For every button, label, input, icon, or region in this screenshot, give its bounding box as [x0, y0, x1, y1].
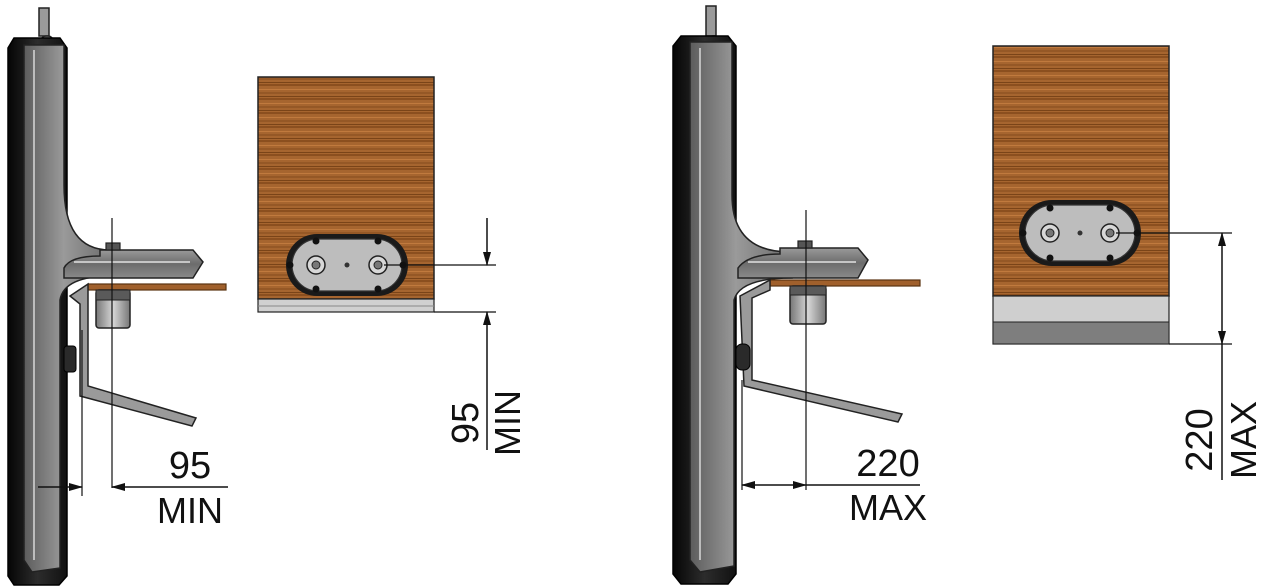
side-view-min: 95 MIN	[7, 7, 228, 586]
bolt-head	[797, 240, 813, 249]
arm	[63, 249, 204, 279]
front-dimension-value-max: 220	[1179, 408, 1221, 471]
table-board-edge	[87, 283, 227, 291]
adjust-knob	[735, 343, 751, 371]
front-dimension-qualifier-max: MAX	[1223, 401, 1264, 479]
front-view-max: 220 MAX	[992, 45, 1264, 480]
side-dimension-value-min: 95	[169, 445, 211, 487]
side-dimension-qualifier-min: MIN	[157, 490, 223, 531]
table-board-edge	[769, 279, 921, 287]
l-bracket	[739, 278, 904, 423]
side-dimension-qualifier-max: MAX	[849, 487, 927, 528]
side-view-max: 220 MAX	[672, 5, 927, 585]
adjust-knob	[63, 345, 77, 373]
bolt-head	[105, 242, 121, 251]
l-bracket	[68, 282, 198, 427]
front-dimension-qualifier-min: MIN	[487, 390, 528, 456]
front-view-min: 95 MIN	[257, 76, 528, 456]
front-dimension-value-min: 95	[445, 402, 487, 444]
side-dimension-value-max: 220	[856, 443, 919, 485]
